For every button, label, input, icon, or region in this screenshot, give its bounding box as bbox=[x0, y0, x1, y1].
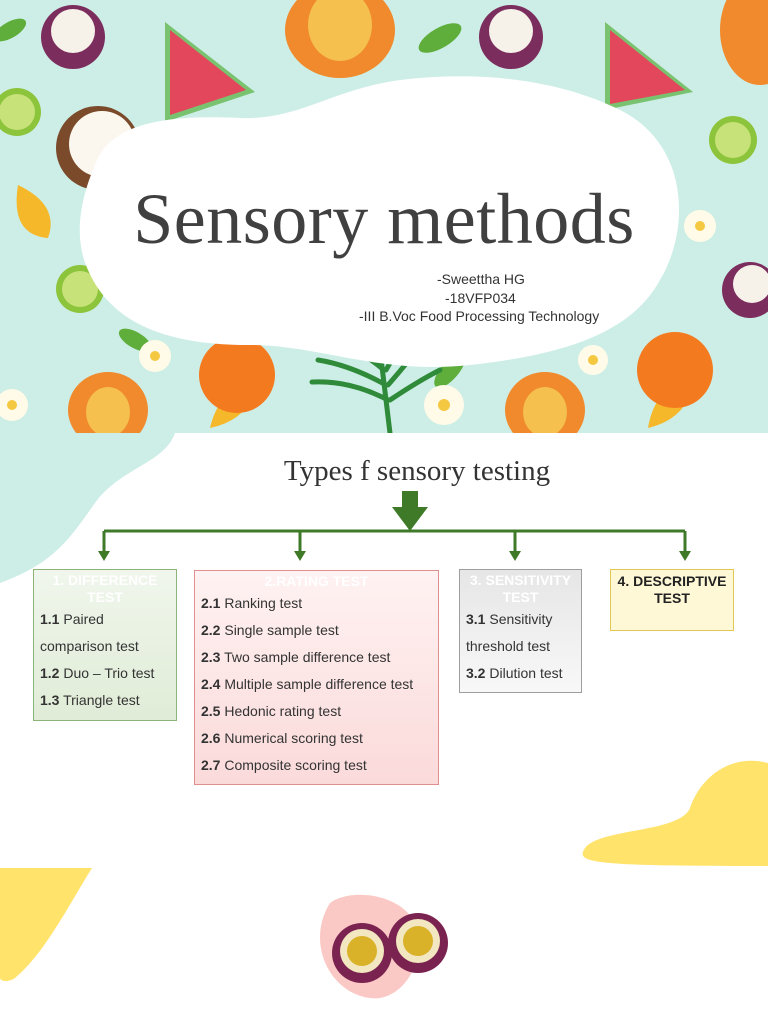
difference-test-box: 1. DIFFERENCE TEST 1.1 Paired comparison… bbox=[33, 569, 177, 721]
mango-slice-icon bbox=[16, 185, 51, 238]
mint-corner-blob bbox=[0, 433, 175, 583]
mangosteen-icon bbox=[41, 5, 105, 69]
sensitivity-test-box: 3. SENSITIVITY TEST 3.1 Sensitivity thre… bbox=[459, 569, 582, 693]
orange-icon bbox=[199, 337, 275, 413]
list-item: 3.1 Sensitivity threshold test bbox=[466, 611, 553, 654]
flower-icon bbox=[578, 345, 608, 375]
rating-test-box: 2.RATING TEST 2.1 Ranking test 2.2 Singl… bbox=[194, 570, 439, 785]
branch-arrowheads bbox=[98, 551, 691, 561]
list-item: 2.3 Two sample difference test bbox=[201, 649, 391, 665]
flower-icon bbox=[139, 340, 171, 372]
papaya-icon bbox=[505, 372, 585, 433]
yellow-blob-left bbox=[0, 868, 92, 982]
passion-fruit-icon bbox=[332, 913, 448, 983]
slide-title: Sensory methods bbox=[133, 179, 635, 259]
category-title: 4. DESCRIPTIVE TEST bbox=[617, 573, 727, 606]
mangosteen-icon bbox=[479, 5, 543, 69]
list-item: 3.2 Dilution test bbox=[466, 665, 563, 681]
title-blob bbox=[79, 76, 680, 368]
category-title: 2.RATING TEST bbox=[264, 573, 369, 589]
leaf-icon bbox=[418, 23, 462, 53]
connector-lines bbox=[102, 529, 687, 553]
descriptive-test-box: 4. DESCRIPTIVE TEST bbox=[610, 569, 734, 631]
lime-slice-icon bbox=[709, 116, 757, 164]
mangosteen-icon bbox=[722, 262, 768, 318]
watermelon-slice-icon bbox=[605, 22, 693, 110]
leaf-icon bbox=[0, 18, 27, 42]
list-item: 1.3 Triangle test bbox=[40, 692, 140, 708]
papaya-icon bbox=[285, 0, 395, 78]
lime-slice-icon bbox=[0, 88, 41, 136]
papaya-icon bbox=[720, 0, 768, 85]
title-slide: Sensory methods -Sweettha HG -18VFP034 -… bbox=[0, 0, 768, 433]
yellow-blob-right bbox=[582, 760, 768, 866]
list-item: 2.1 Ranking test bbox=[201, 595, 303, 611]
author-course: -III B.Voc Food Processing Technology bbox=[359, 308, 600, 324]
watermelon-slice-icon bbox=[165, 22, 255, 122]
papaya-icon bbox=[68, 372, 148, 433]
flower-icon bbox=[684, 210, 716, 242]
author-name: -Sweettha HG bbox=[437, 271, 525, 287]
slide-heading: Types f sensory testing bbox=[283, 455, 551, 487]
fruit-pattern-background bbox=[0, 0, 768, 433]
types-slide: Types f sensory testing 1. DIFFERENCE TE… bbox=[0, 433, 768, 1024]
list-item: 2.2 Single sample test bbox=[201, 622, 339, 638]
author-id: -18VFP034 bbox=[445, 290, 516, 306]
category-title: 1. DIFFERENCE TEST bbox=[52, 572, 158, 605]
list-item: 1.2 Duo – Trio test bbox=[40, 665, 155, 681]
category-title: 3. SENSITIVITY TEST bbox=[469, 572, 572, 605]
list-item: 2.6 Numerical scoring test bbox=[201, 730, 363, 746]
list-item: 1.1 Paired comparison test bbox=[40, 611, 139, 654]
flower-icon bbox=[424, 385, 464, 425]
down-arrow-icon bbox=[392, 491, 428, 531]
orange-icon bbox=[637, 332, 713, 408]
flower-icon bbox=[0, 389, 28, 421]
list-item: 2.5 Hedonic rating test bbox=[201, 703, 342, 719]
slide2-background bbox=[0, 433, 768, 999]
list-item: 2.7 Composite scoring test bbox=[201, 757, 367, 773]
list-item: 2.4 Multiple sample difference test bbox=[201, 676, 414, 692]
